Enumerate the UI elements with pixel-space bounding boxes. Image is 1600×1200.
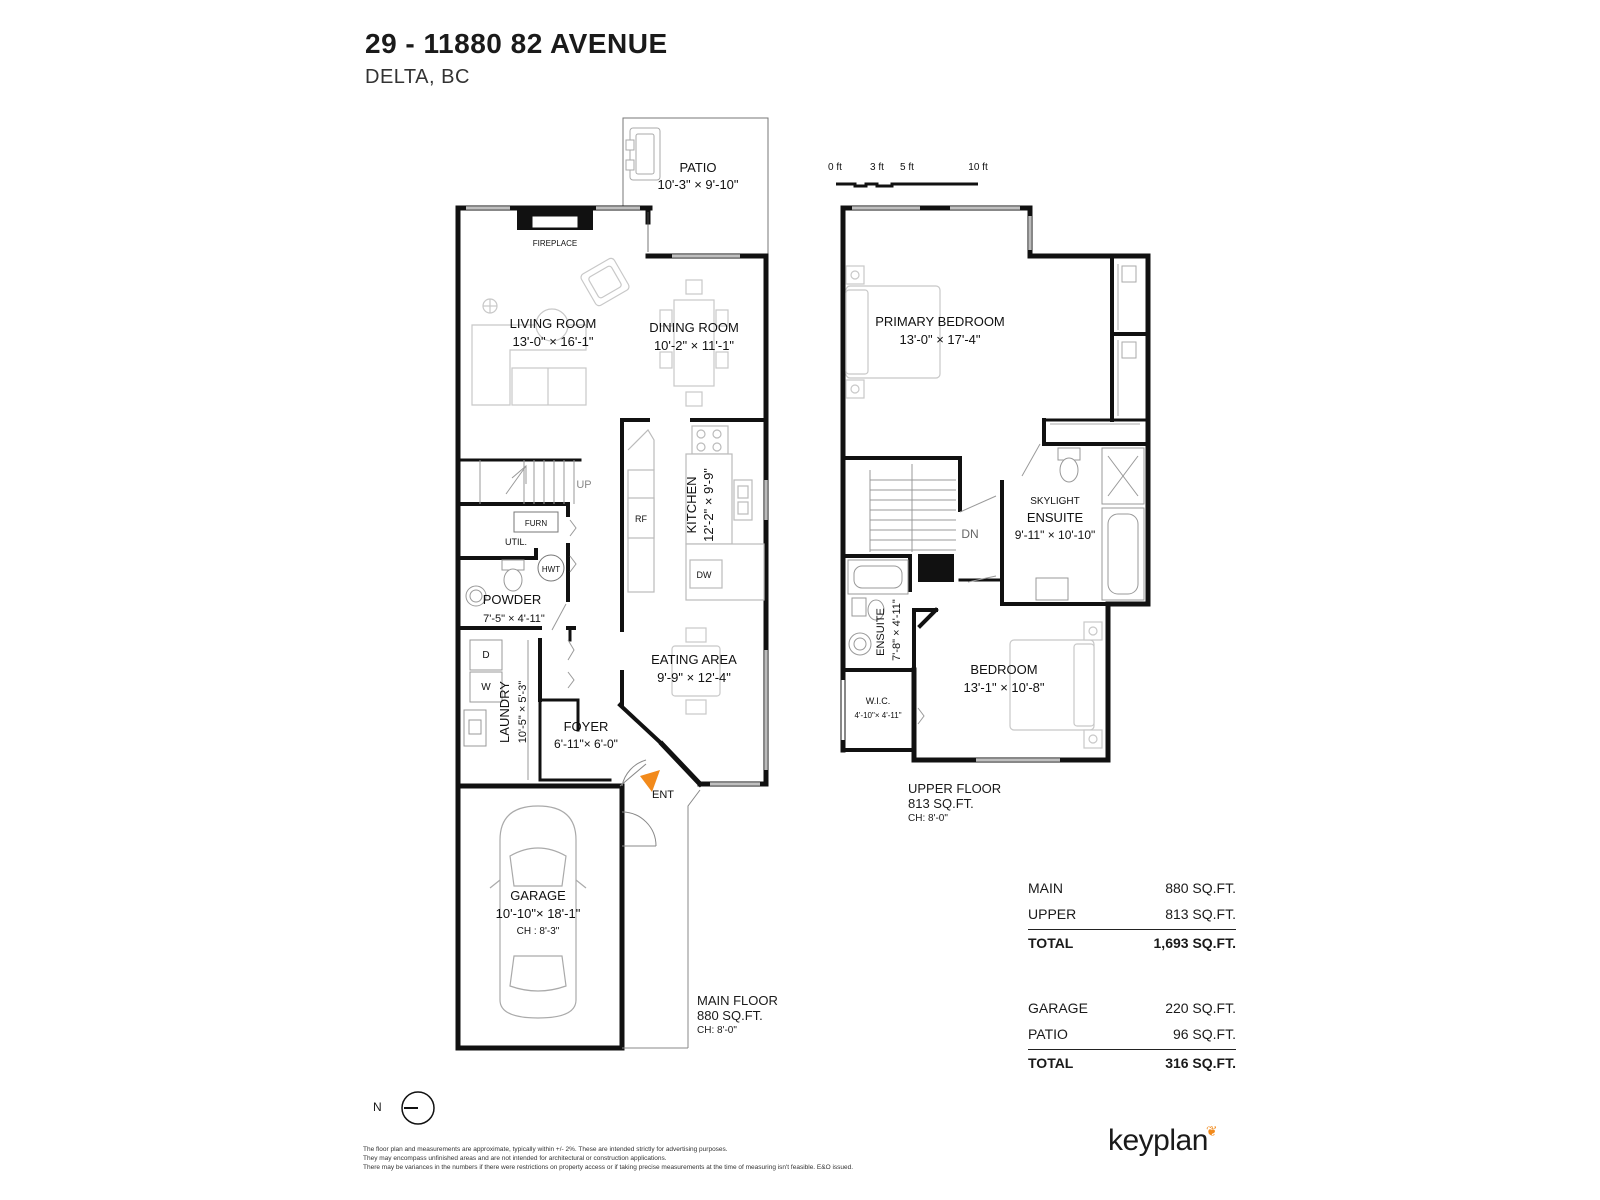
ensuite-small-dim: 7'-8" × 4'-11" (891, 599, 903, 661)
area-summary-living: MAIN 880 SQ.FT. UPPER 813 SQ.FT. TOTAL 1… (1028, 875, 1236, 956)
powder-fixtures (465, 559, 567, 631)
ensuite-small-name: ENSUITE (875, 608, 887, 656)
skylight-label: SKYLIGHT (1030, 496, 1079, 507)
upper-floor-title: UPPER FLOOR (908, 781, 1002, 796)
main-floor-ch: CH: 8'-0" (697, 1025, 737, 1036)
kitchen-dim: 12'-2" × 9'-9" (701, 468, 716, 542)
north-label: N (373, 1100, 382, 1114)
garage-dim: 10'-10"× 18'-1" (496, 906, 581, 921)
patio-outline (622, 117, 769, 260)
bedroom-dim: 13'-1" × 10'-8" (963, 680, 1044, 695)
furn-label: FURN (525, 519, 547, 528)
ensuite-fixtures (1021, 443, 1145, 601)
patio-name: PATIO (679, 160, 716, 175)
patio-dim: 10'-3" × 9'-10" (657, 177, 738, 192)
property-address: 29 - 11880 82 AVENUE (365, 28, 668, 59)
kitchen-fixtures (627, 425, 765, 601)
powder-dim: 7'-5" × 4'-11" (483, 613, 545, 625)
summary-row-upper: UPPER 813 SQ.FT. (1028, 906, 1236, 922)
up-label: UP (576, 479, 591, 491)
upper-floor-area: 813 SQ.FT. (908, 796, 974, 811)
upper-floor-plan: PRIMARY BEDROOM 13'-0" × 17'-4" SKYLIGHT… (840, 205, 1151, 763)
garage-ch: CH : 8'-3" (517, 926, 560, 937)
summary-row-total: TOTAL 1,693 SQ.FT. (1028, 929, 1236, 956)
upper-floor-label: UPPER FLOOR 813 SQ.FT. CH: 8'-0" (908, 781, 1001, 826)
primary-closet (1050, 264, 1140, 425)
fireplace-icon (517, 208, 593, 230)
scale-10ft: 10 ft (968, 162, 988, 173)
hwt-label: HWT (542, 565, 560, 574)
logo-leaf-icon: ❦ (1205, 1123, 1218, 1139)
entry-walkway (622, 789, 701, 1049)
scale-0ft: 0 ft (828, 162, 842, 173)
ent-label: ENT (652, 789, 674, 801)
main-floor-area: 880 SQ.FT. (697, 1008, 763, 1023)
entry-door (619, 759, 657, 847)
primary-dim: 13'-0" × 17'-4" (899, 332, 980, 347)
north-arrow-icon (401, 1091, 435, 1125)
living-room-furniture (471, 257, 630, 406)
dryer-label: D (482, 650, 489, 661)
dining-name: DINING ROOM (649, 320, 739, 335)
upper-floor-ch: CH: 8'-0" (908, 813, 948, 824)
wic-name: W.I.C. (866, 696, 891, 706)
entry-arrow-icon (640, 770, 660, 792)
main-floor-window-lines (466, 207, 767, 785)
car-icon (489, 805, 587, 1019)
living-name: LIVING ROOM (510, 316, 597, 331)
main-floor-plan: PATIO 10'-3" × 9'-10" FIREPLACE LIVING R… (455, 117, 769, 1051)
ensuite-main-name: ENSUITE (1027, 510, 1084, 525)
upper-floor-walls (840, 205, 1151, 763)
rf-label: RF (635, 514, 647, 524)
main-floor-label: MAIN FLOOR 880 SQ.FT. CH: 8'-0" (697, 993, 778, 1038)
upper-chase (918, 554, 954, 582)
summary-row-total-2: TOTAL 316 SQ.FT. (1028, 1049, 1236, 1076)
dn-label: DN (961, 527, 978, 541)
summary-row-patio: PATIO 96 SQ.FT. (1028, 1026, 1236, 1042)
util-label: UTIL. (505, 537, 527, 547)
upper-floor-labels: PRIMARY BEDROOM 13'-0" × 17'-4" SKYLIGHT… (854, 314, 1095, 720)
upper-stairs (869, 464, 997, 583)
dining-table-icon (659, 279, 729, 407)
area-summary-other: GARAGE 220 SQ.FT. PATIO 96 SQ.FT. TOTAL … (1028, 995, 1236, 1076)
fireplace-label: FIREPLACE (533, 239, 577, 248)
wic-dim: 4'-10"× 4'-11" (854, 711, 901, 720)
foyer-dim: 6'-11"× 6'-0" (554, 737, 618, 751)
keyplan-logo: keyplan❦ (1108, 1123, 1218, 1157)
primary-bed-icon (845, 265, 941, 399)
foyer-name: FOYER (564, 719, 609, 734)
main-floor-labels: PATIO 10'-3" × 9'-10" FIREPLACE LIVING R… (481, 160, 739, 937)
washer-label: W (481, 682, 491, 693)
scale-3ft: 3 ft (870, 162, 884, 173)
laundry-name: LAUNDRY (497, 681, 512, 743)
ensuite-main-dim: 9'-11" × 10'-10" (1015, 528, 1096, 542)
patio-chairs-icon (625, 127, 661, 181)
primary-name: PRIMARY BEDROOM (875, 314, 1005, 329)
laundry-dim: 10'-5" × 5'-3" (517, 681, 529, 744)
disclaimer: The floor plan and measurements are appr… (363, 1146, 854, 1171)
bedroom-bed-icon (1009, 621, 1103, 749)
laundry-fixtures (463, 639, 575, 780)
dining-dim: 10'-2" × 11'-1" (654, 338, 734, 353)
scale-bar: 0 ft 3 ft 5 ft 10 ft (828, 162, 988, 188)
bedroom-name: BEDROOM (970, 662, 1037, 677)
utility-fixtures (513, 511, 577, 582)
garage-name: GARAGE (510, 888, 566, 903)
small-ensuite-fixtures (847, 559, 909, 656)
main-floor-title: MAIN FLOOR (697, 993, 778, 1008)
kitchen-name: KITCHEN (684, 476, 699, 533)
summary-row-main: MAIN 880 SQ.FT. (1028, 880, 1236, 896)
property-city: DELTA, BC (365, 66, 470, 88)
summary-row-garage: GARAGE 220 SQ.FT. (1028, 1000, 1236, 1016)
wic-door (917, 707, 925, 725)
main-stairs (479, 460, 575, 504)
powder-name: POWDER (483, 592, 542, 607)
scale-5ft: 5 ft (900, 162, 914, 173)
dw-label: DW (697, 570, 712, 580)
living-dim: 13'-0" × 16'-1" (512, 334, 593, 349)
eating-table-icon (671, 627, 721, 715)
eating-dim: 9'-9" × 12'-4" (657, 670, 731, 685)
eating-name: EATING AREA (651, 652, 737, 667)
